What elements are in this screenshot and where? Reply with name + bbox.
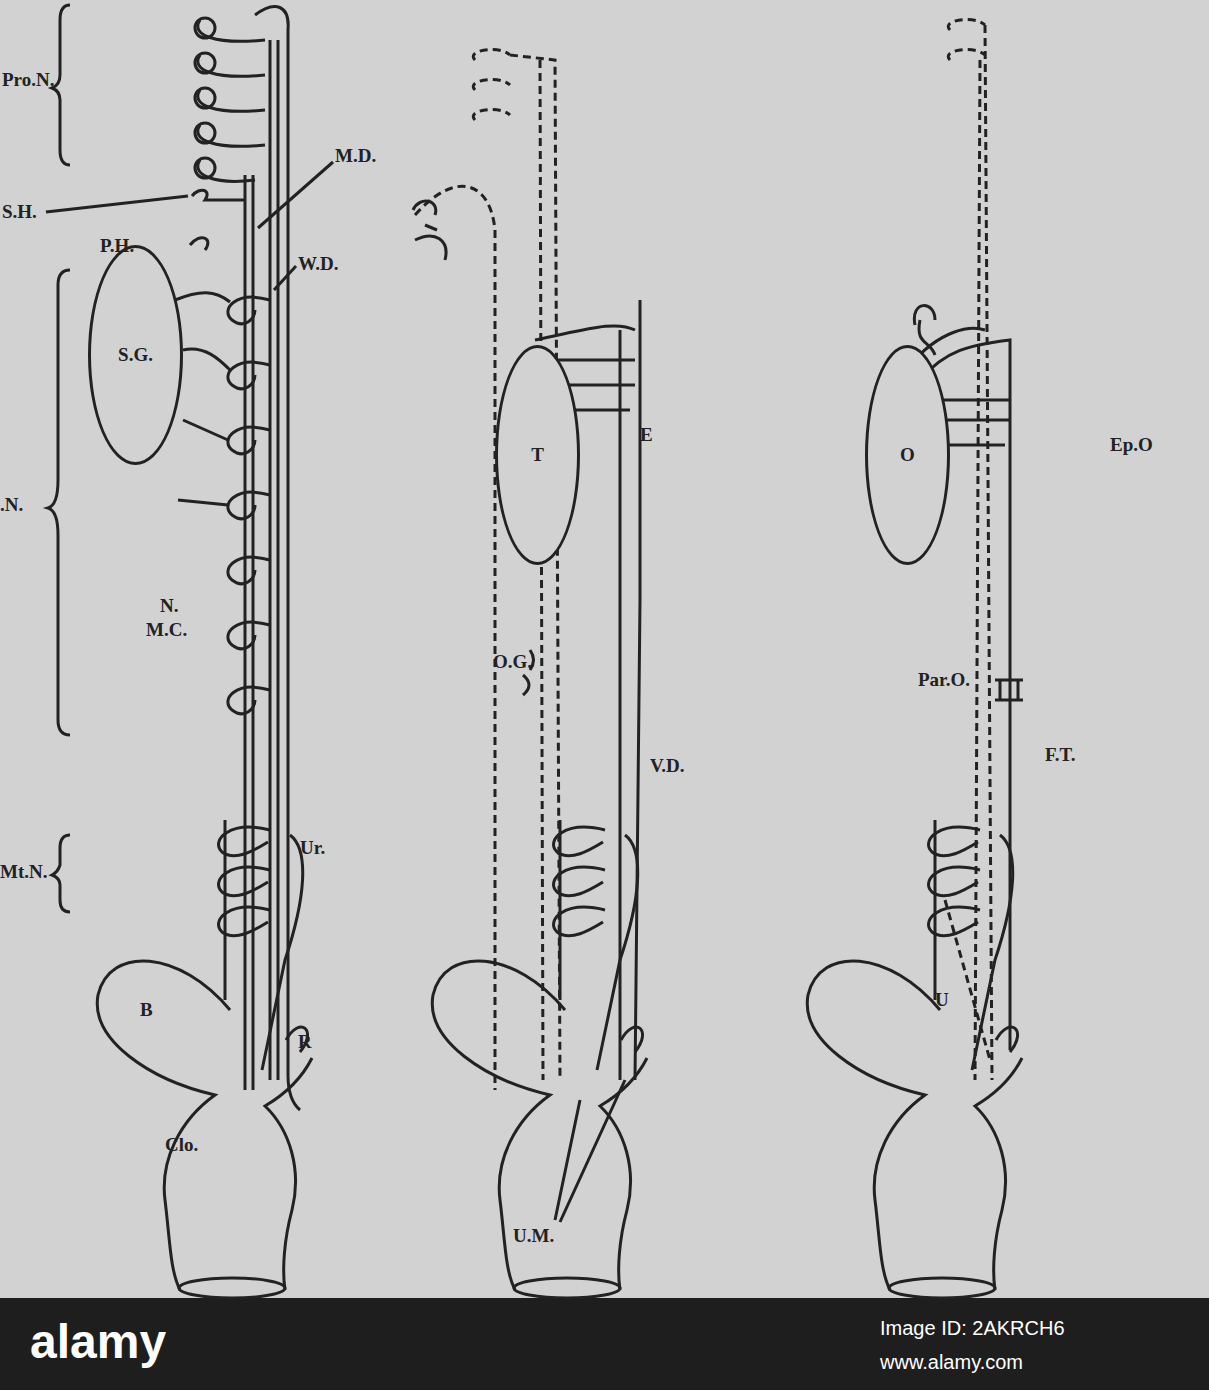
part-label: Par.O. (918, 670, 970, 689)
part-label: P.H. (100, 236, 134, 255)
part-label: Ur. (300, 838, 325, 857)
part-label: Ep.O (1110, 435, 1153, 454)
part-label: .N. (0, 495, 23, 514)
part-label: V.D. (650, 756, 685, 775)
part-label: O.G. (493, 652, 532, 671)
watermark-text: alamy (30, 1318, 166, 1366)
part-label: W.D. (298, 254, 338, 273)
gonad-oval: T (495, 345, 580, 565)
part-label: N. (160, 596, 178, 615)
part-label: Mt.N. (0, 862, 47, 881)
watermark-text: Image ID: 2AKRCH6 (880, 1318, 1065, 1338)
organ-label: O (900, 444, 915, 466)
part-label: E (640, 425, 653, 444)
part-label: R (298, 1032, 312, 1051)
part-label: M.C. (146, 620, 187, 639)
part-label: Clo. (165, 1135, 198, 1154)
part-label: B (140, 1000, 153, 1019)
part-label: U.M. (513, 1226, 554, 1245)
part-label: S.H. (2, 202, 37, 221)
organ-label: T (531, 444, 544, 466)
part-label: F.T. (1045, 745, 1076, 764)
gonad-oval: O (865, 345, 950, 565)
footer-strip (0, 1298, 1209, 1390)
gonad-oval: S.G. (88, 245, 183, 465)
part-label: M.D. (335, 146, 376, 165)
part-label: U (935, 990, 949, 1009)
organ-label: S.G. (118, 344, 153, 366)
part-label: Pro.N. (2, 70, 54, 89)
watermark-text: www.alamy.com (880, 1352, 1023, 1372)
